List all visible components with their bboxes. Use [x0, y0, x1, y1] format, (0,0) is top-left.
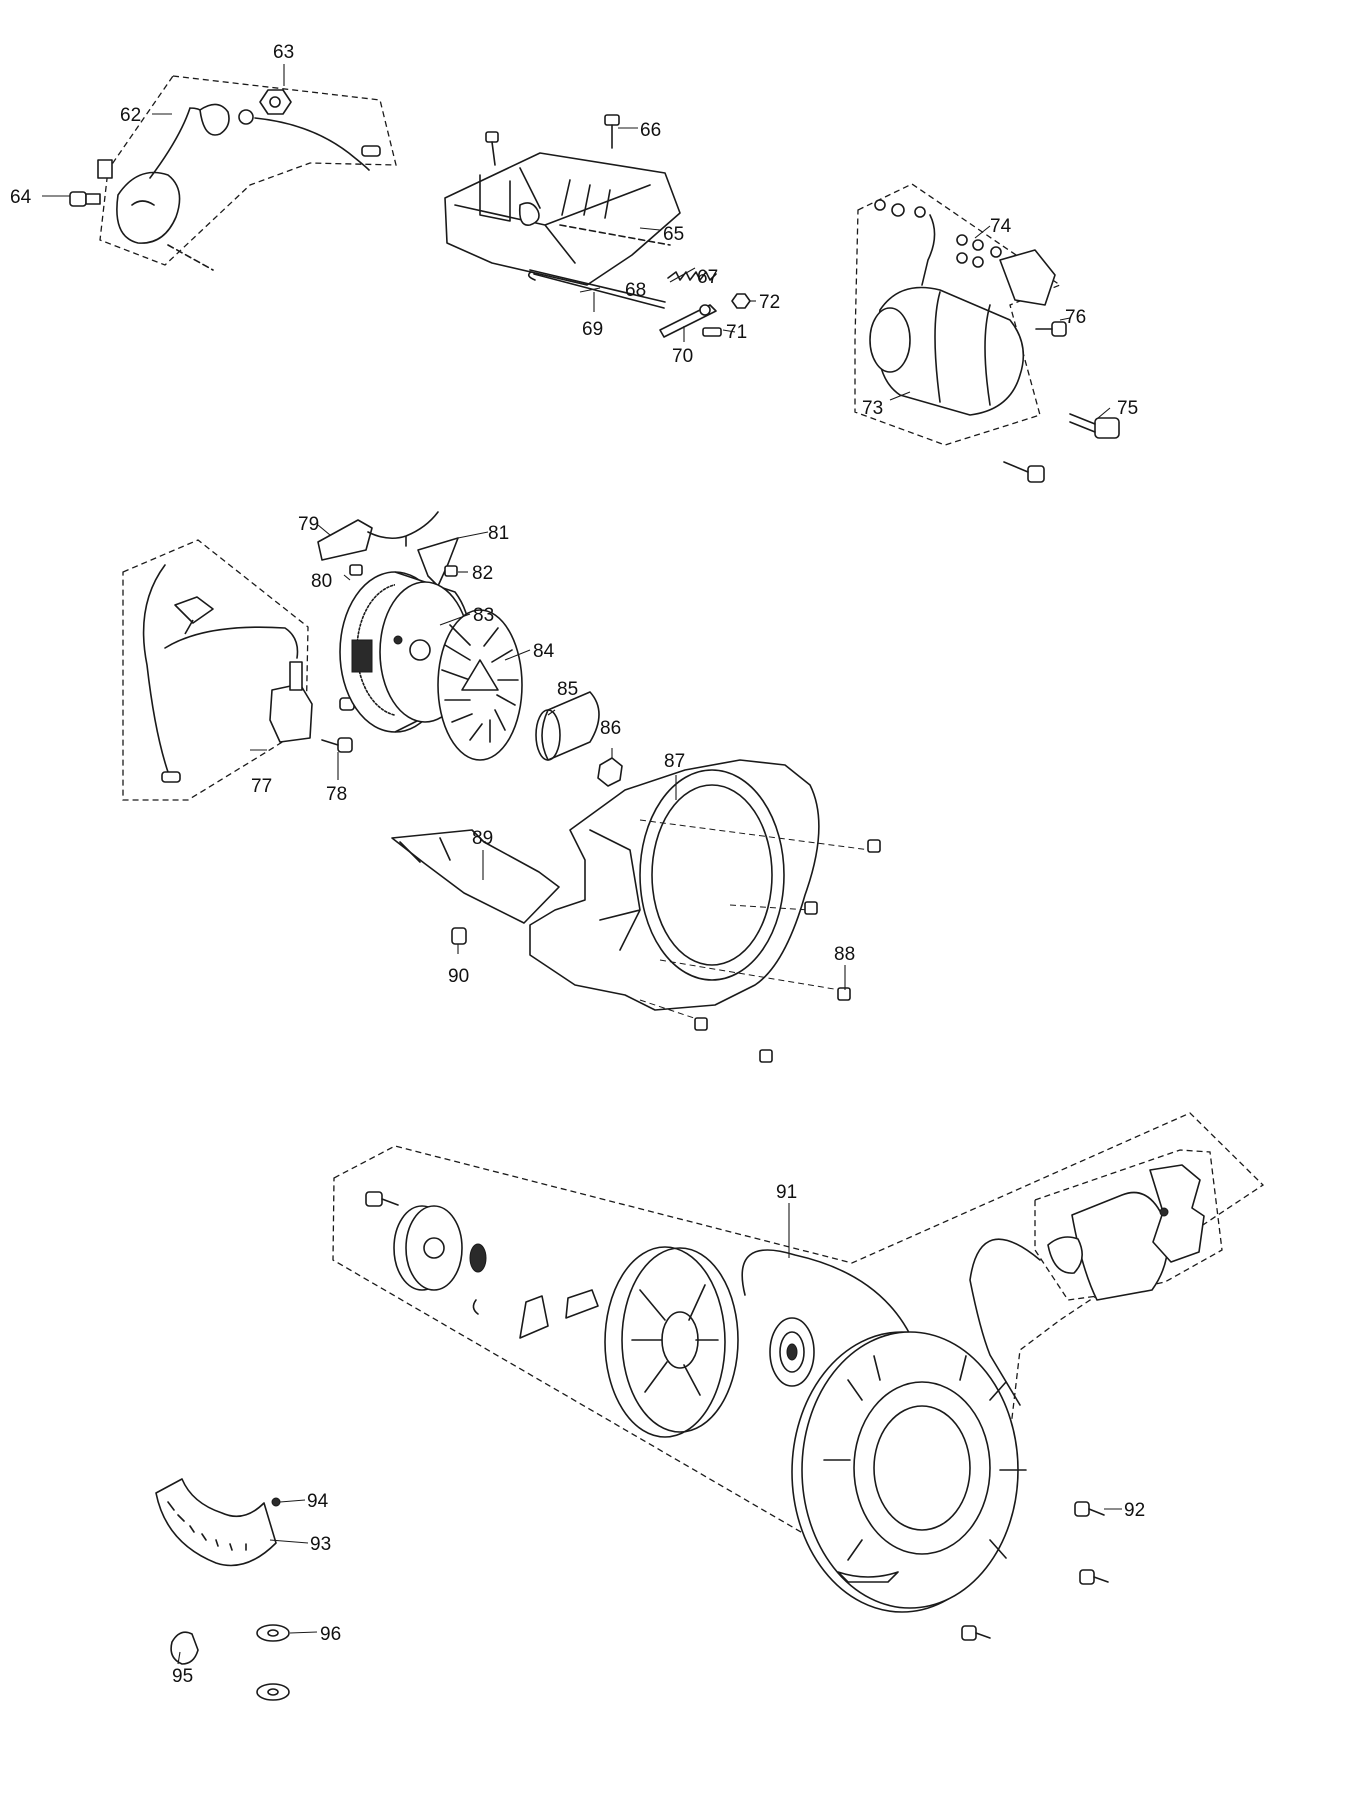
- label-84: 84: [533, 641, 555, 662]
- label-69: 69: [582, 319, 603, 340]
- label-87: 87: [664, 751, 685, 772]
- label-62: 62: [120, 105, 141, 126]
- part-group-89-plate: [391, 829, 560, 945]
- label-92: 92: [1124, 1500, 1145, 1521]
- label-76: 76: [1065, 307, 1086, 328]
- part-labels: 62 63 64 65 66 67 68 69 70 71 72 73 74 7…: [10, 42, 1145, 1687]
- label-75: 75: [1117, 398, 1138, 419]
- part-group-73-starter-motor: [854, 183, 1120, 483]
- label-81: 81: [488, 523, 509, 544]
- part-group-85-cup: [535, 691, 623, 787]
- label-85: 85: [557, 679, 578, 700]
- label-88: 88: [834, 944, 855, 965]
- label-72: 72: [759, 292, 780, 313]
- part-group-93-clamp: [155, 1478, 290, 1701]
- label-91: 91: [776, 1182, 797, 1203]
- label-93: 93: [310, 1534, 331, 1555]
- leader-lines: [42, 64, 1122, 1665]
- label-83: 83: [473, 605, 494, 626]
- label-68: 68: [625, 280, 646, 301]
- part-group-77-ignition: [122, 511, 459, 801]
- label-65: 65: [663, 224, 684, 245]
- label-73: 73: [862, 398, 883, 419]
- label-66: 66: [640, 120, 661, 141]
- label-82: 82: [472, 563, 493, 584]
- part-group-84-fan: [437, 609, 523, 761]
- label-79: 79: [298, 514, 319, 535]
- label-90: 90: [448, 966, 469, 987]
- label-95: 95: [172, 1666, 193, 1687]
- label-67: 67: [697, 267, 718, 288]
- label-70: 70: [672, 346, 693, 367]
- part-group-65-control-panel: [444, 114, 751, 338]
- label-89: 89: [472, 828, 493, 849]
- label-63: 63: [273, 42, 294, 63]
- label-96: 96: [320, 1624, 341, 1645]
- label-78: 78: [326, 784, 347, 805]
- part-group-62-sensor: [69, 75, 397, 271]
- label-74: 74: [990, 216, 1012, 237]
- label-71: 71: [726, 322, 747, 343]
- part-group-87-shroud: [529, 759, 881, 1063]
- label-86: 86: [600, 718, 621, 739]
- label-80: 80: [311, 571, 332, 592]
- label-77: 77: [251, 776, 272, 797]
- part-group-91-recoil-starter: [332, 1112, 1265, 1641]
- label-64: 64: [10, 187, 32, 208]
- label-94: 94: [307, 1491, 329, 1512]
